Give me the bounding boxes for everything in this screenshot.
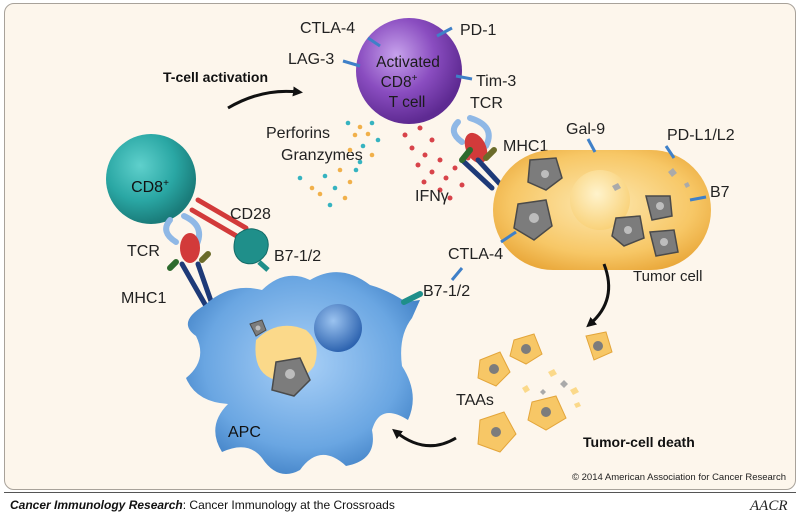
taas-label: TAAs — [456, 392, 494, 409]
b7-tumor-label: B7 — [710, 184, 730, 201]
mhc1-top-label: MHC1 — [503, 138, 548, 155]
tumor-cell-label: Tumor cell — [633, 268, 702, 285]
ifn-gamma-label: IFNγ — [415, 188, 449, 205]
ctla4-top-line — [367, 36, 381, 48]
tcell-activation-arrow — [227, 86, 303, 110]
cd28-label: CD28 — [230, 206, 271, 223]
lag3-line — [342, 59, 361, 68]
ctla4-mid-label: CTLA-4 — [448, 246, 503, 263]
apc-label: APC — [228, 424, 261, 441]
b7-12-lower-line — [450, 267, 464, 281]
pdl1l2-line — [664, 145, 676, 159]
footer-subtitle: : Cancer Immunology at the Crossroads — [182, 498, 395, 512]
dying-tumor-cells — [477, 331, 613, 453]
activated-label-line2: CD8+ — [381, 73, 418, 91]
apc-cell — [186, 272, 423, 474]
copyright-notice: © 2014 American Association for Cancer R… — [572, 472, 786, 483]
aacr-logo: AACR — [749, 498, 788, 514]
pdl1l2-label: PD-L1/L2 — [667, 127, 735, 144]
tumor-to-death-arrow — [586, 263, 611, 328]
tcr-top-label: TCR — [470, 95, 503, 112]
perforins-label: Perforins — [266, 125, 330, 142]
tcr-mhc1-complex-top — [450, 115, 503, 191]
cd8-naive-label: CD8+ — [131, 178, 169, 196]
b7-12-lower-label: B7-1/2 — [423, 283, 470, 300]
perforin-granzyme-granules — [297, 120, 381, 208]
journal-name: Cancer Immunology Research — [10, 498, 183, 512]
ctla4-mid-line — [500, 230, 517, 244]
gal9-label: Gal-9 — [566, 121, 605, 138]
activated-label-line3: T cell — [389, 94, 426, 111]
b7-tumor-line — [689, 195, 707, 202]
death-to-apc-arrow — [392, 428, 457, 448]
granzymes-label: Granzymes — [281, 147, 363, 164]
tim3-line — [455, 74, 473, 81]
ctla4-top-label: CTLA-4 — [300, 20, 355, 37]
b7-12-ligand-upper — [233, 228, 270, 272]
pd1-line — [436, 26, 453, 38]
tcr-mhc1-complex-left — [163, 213, 215, 309]
b7-12-upper-label: B7-1/2 — [274, 248, 321, 265]
tumor-cell — [493, 150, 711, 270]
lag3-label: LAG-3 — [288, 51, 334, 68]
svg-text:AACR: AACR — [749, 498, 788, 514]
tumor-cell-death-label: Tumor-cell death — [583, 434, 695, 450]
cd28-receptor — [189, 197, 249, 241]
gal9-line — [586, 138, 597, 153]
pd1-label: PD-1 — [460, 22, 497, 39]
ifn-gamma-granules — [402, 125, 471, 201]
tcr-left-label: TCR — [127, 243, 160, 260]
tcell-activation-label: T-cell activation — [163, 69, 268, 85]
activated-label-line1: Activated — [376, 54, 440, 71]
footer-citation: Cancer Immunology Research: Cancer Immun… — [10, 498, 395, 512]
tim3-label: Tim-3 — [476, 73, 516, 90]
activated-t-cell — [356, 18, 462, 124]
mhc1-left-label: MHC1 — [121, 290, 166, 307]
naive-cd8-t-cell — [106, 134, 196, 224]
footer: Cancer Immunology Research: Cancer Immun… — [4, 492, 796, 516]
